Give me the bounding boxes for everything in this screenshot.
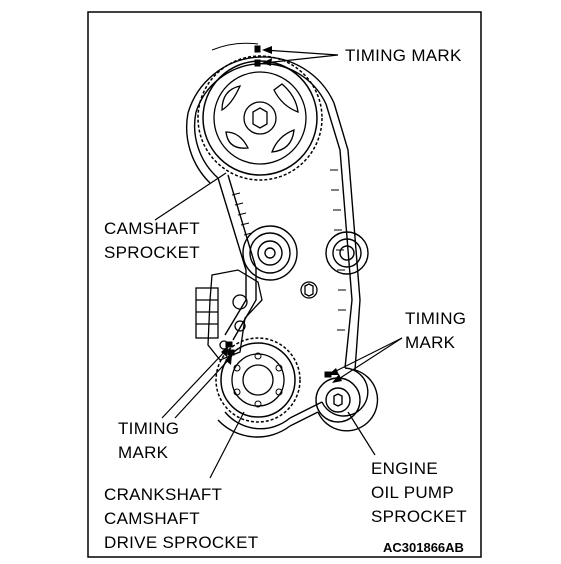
label-timing-mark-left: TIMING MARK [118,419,179,462]
label-timing-mark-top-text: TIMING MARK [345,46,462,65]
label-oil-pump-line1: ENGINE [371,459,438,478]
right-idler-pulley [325,231,369,275]
bolt [300,281,318,299]
label-oil-pump-line2: OIL PUMP [371,483,454,502]
label-timing-mark-left-line1: TIMING [118,419,179,438]
label-timing-mark-right: TIMING MARK [405,309,466,352]
label-timing-mark-left-line2: MARK [118,443,169,462]
belt-teeth [231,169,346,331]
cam-timing-mark [211,42,261,67]
label-oil-pump-line3: SPROCKET [371,507,467,526]
label-camshaft-sprocket: CAMSHAFT SPROCKET [104,219,200,262]
label-engine-oil-pump-sprocket: ENGINE OIL PUMP SPROCKET [371,459,467,526]
label-timing-mark-right-line1: TIMING [405,309,466,328]
figure-code: AC301866AB [383,540,464,555]
figure-frame [87,11,482,558]
idler-pulley [242,225,298,281]
camshaft-sprocket [197,55,323,181]
arrowheads [221,46,342,383]
label-camshaft-sprocket-line2: SPROCKET [104,243,200,262]
label-crankshaft-line2: CAMSHAFT [104,509,200,528]
label-crankshaft-line3: DRIVE SPROCKET [104,533,258,552]
label-crankshaft-line1: CRANKSHAFT [104,485,222,504]
label-camshaft-sprocket-line1: CAMSHAFT [104,219,200,238]
crankshaft-sprocket [215,337,301,423]
tensioner-assembly [195,269,263,361]
label-timing-mark-right-line2: MARK [405,333,456,352]
label-timing-mark-top: TIMING MARK [345,46,462,65]
leader-lines [154,49,403,479]
label-crankshaft-drive-sprocket: CRANKSHAFT CAMSHAFT DRIVE SPROCKET [104,485,258,552]
